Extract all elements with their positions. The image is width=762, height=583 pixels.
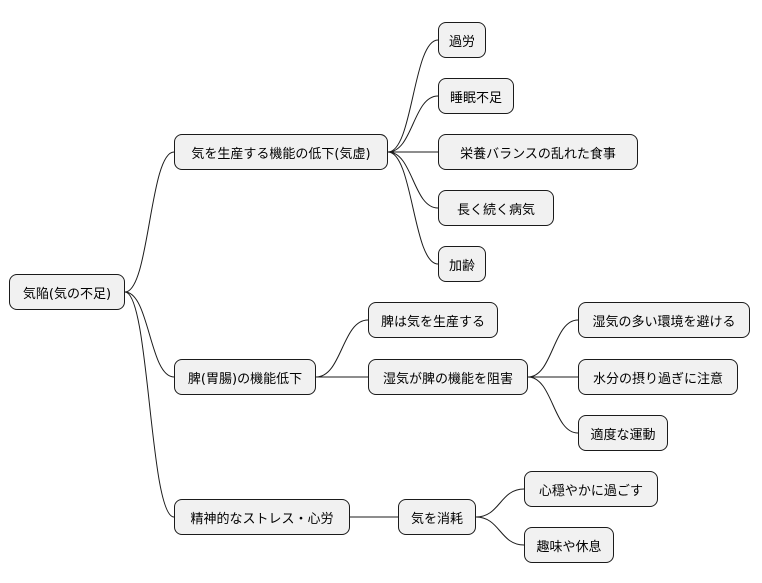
connector-line [124,291,175,518]
advice-limit-water-intake: 水分の摂り過ぎに注意 [578,359,738,395]
cause-overwork: 過労 [438,22,486,58]
connector-line [475,488,525,518]
advice-stay-calm: 心穏やかに過ごす [524,471,658,507]
connector-line [315,319,369,378]
consume-qi: 気を消耗 [398,499,476,535]
branch-mental-stress: 精神的なストレス・心労 [174,499,350,535]
branch-spleen-dysfunction: 脾(胃腸)の機能低下 [174,359,316,395]
root-node: 気陥(気の不足) [9,274,125,310]
connector-line [387,95,439,153]
cause-aging: 加齢 [438,246,486,282]
advice-hobbies-and-rest: 趣味や休息 [524,527,614,563]
cause-unbalanced-diet: 栄養バランスの乱れた食事 [438,134,638,170]
spleen-produces-qi: 脾は気を生産する [368,302,498,338]
dampness-impairs-spleen: 湿気が脾の機能を阻害 [368,359,528,395]
cause-lack-of-sleep: 睡眠不足 [438,78,514,114]
connector-line [387,39,439,153]
connector-line [527,319,579,378]
connector-line [124,291,175,378]
connector-line [387,151,439,265]
connector-line [475,516,525,546]
connector-line [124,151,175,293]
connector-line [387,151,439,209]
advice-moderate-exercise: 適度な運動 [578,415,668,451]
cause-chronic-illness: 長く続く病気 [438,190,554,226]
advice-avoid-humidity: 湿気の多い環境を避ける [578,302,750,338]
branch-qi-deficiency: 気を生産する機能の低下(気虚) [174,134,388,170]
connector-line [527,376,579,434]
